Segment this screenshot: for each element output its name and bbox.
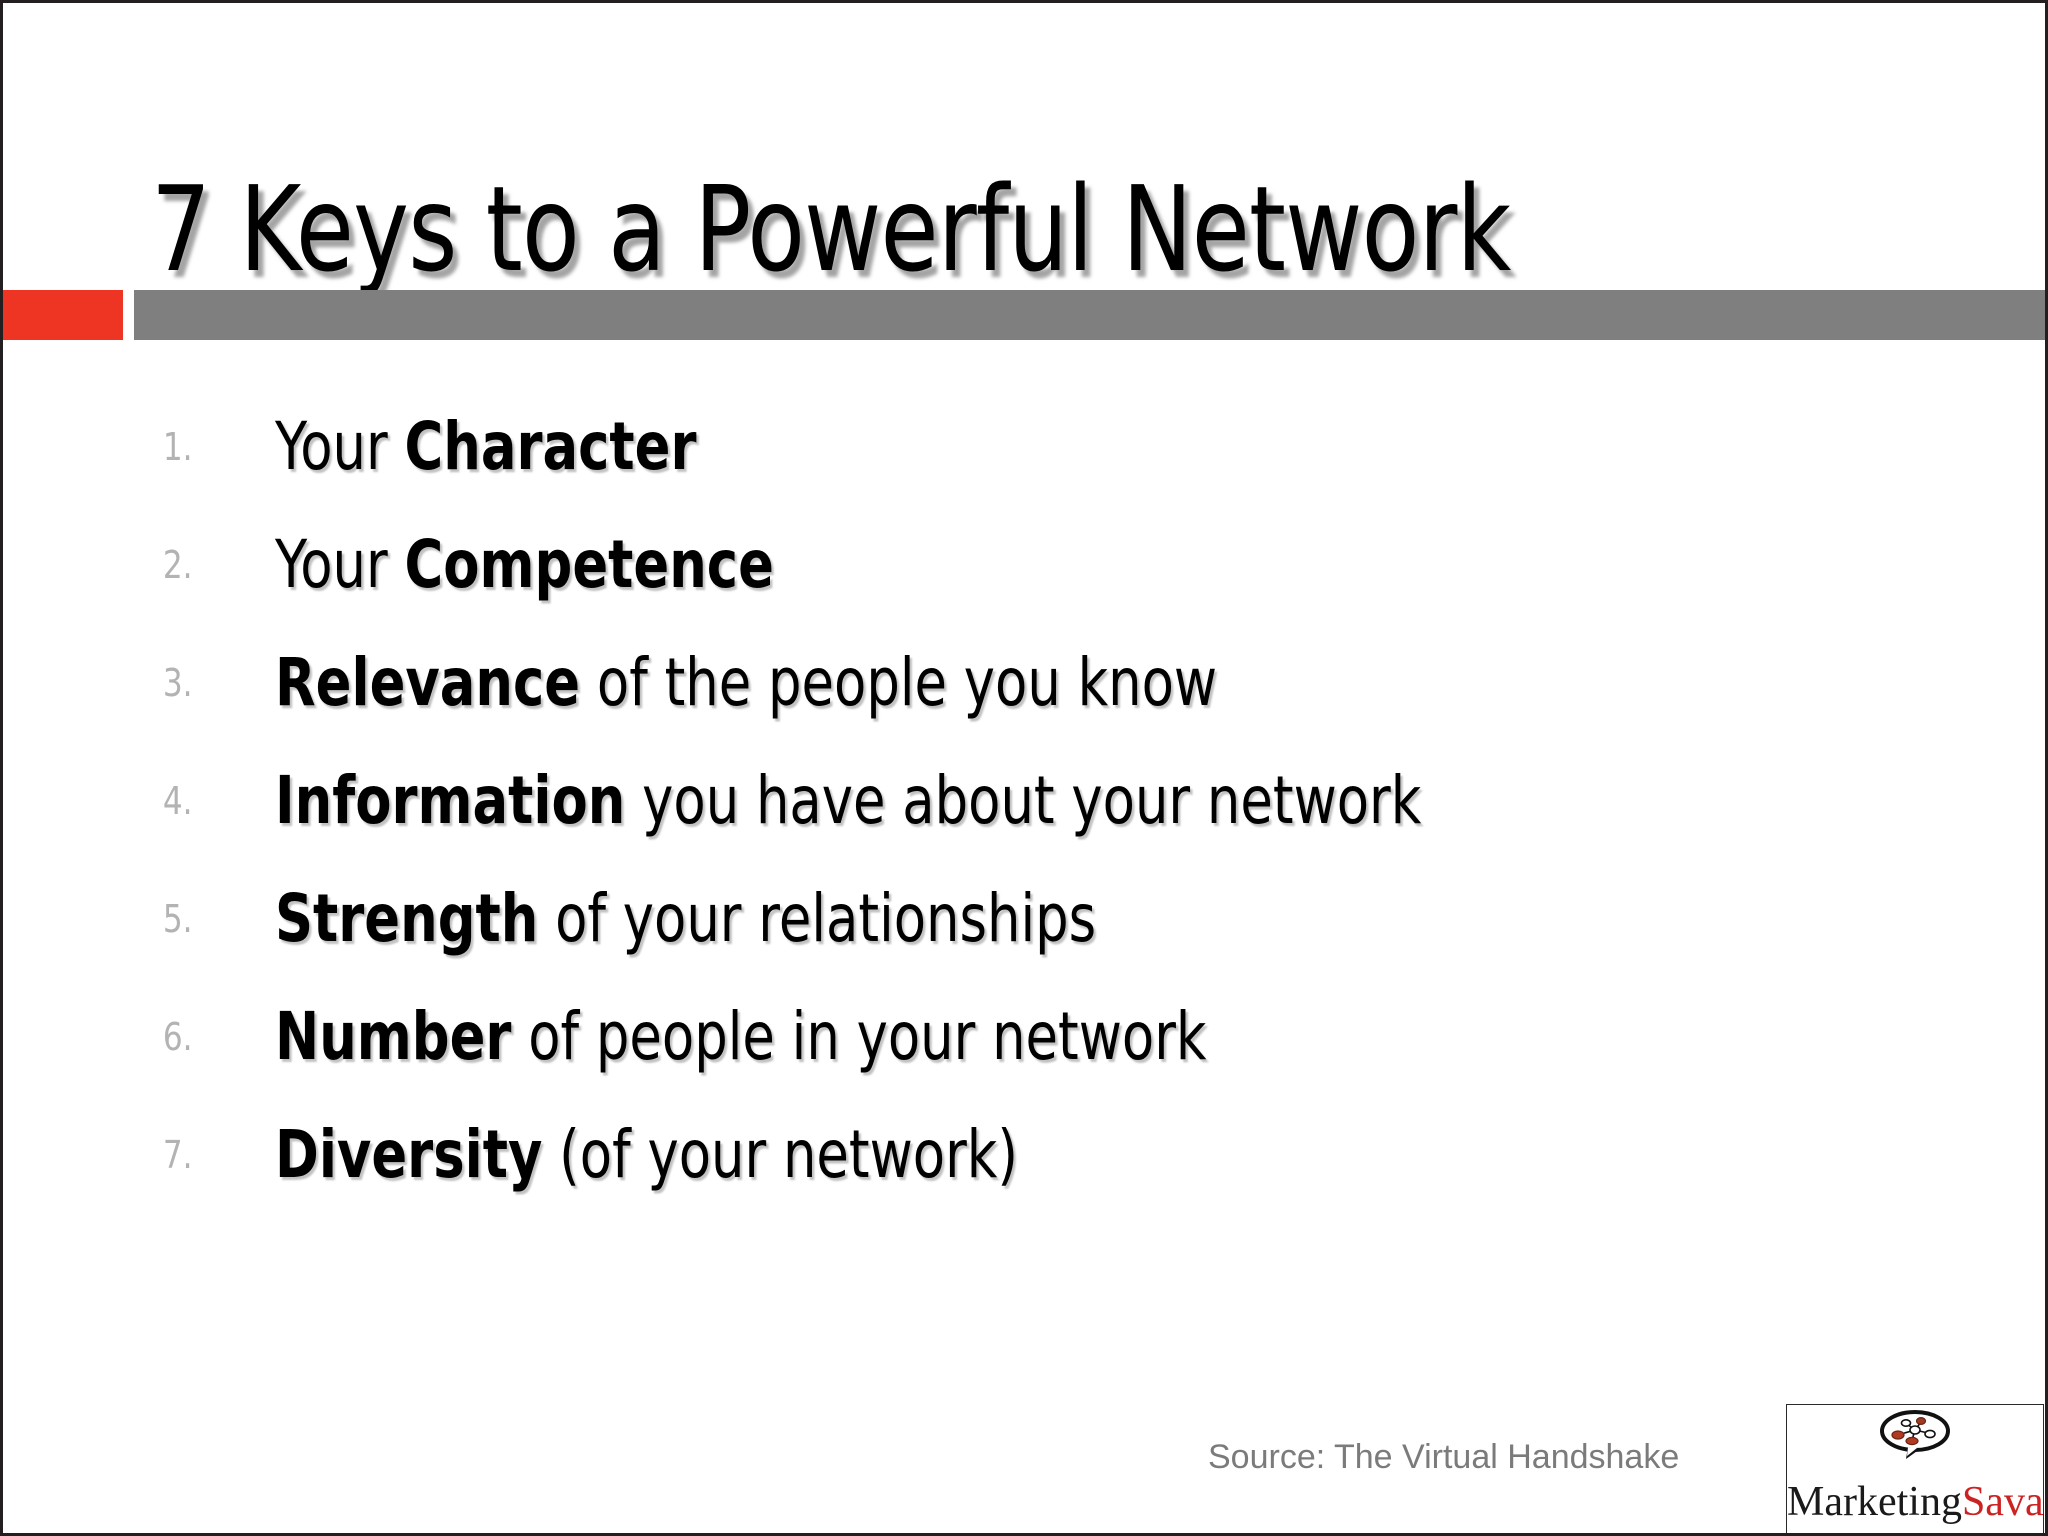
list-item-text: Strength of your relationships: [275, 886, 1641, 952]
list-item-emphasis: Information: [275, 762, 626, 839]
list-item-emphasis: Strength: [275, 880, 539, 957]
divider-bar-gray: [134, 290, 2045, 340]
list-item-lead: Your: [275, 408, 405, 485]
source-note: Source: The Virtual Handshake: [1208, 1438, 1680, 1476]
list-item-tail: of your relationships: [538, 880, 1097, 957]
list-item-tail: (of your network): [542, 1116, 1018, 1193]
list-item-tail: of the people you know: [580, 644, 1218, 721]
list-item-emphasis: Competence: [404, 526, 774, 603]
list-item: 2. Your Competence: [153, 506, 1983, 624]
list-item-text: Your Competence: [275, 532, 1641, 598]
logo-word-marketing: Marketing: [1787, 1479, 1962, 1525]
list-item-emphasis: Relevance: [275, 644, 581, 721]
list-item-number: 3.: [162, 661, 193, 705]
list-item-text: Diversity (of your network): [275, 1122, 1641, 1188]
list-item: 3. Relevance of the people you know: [153, 624, 1983, 742]
list-item: 6. Number of people in your network: [153, 978, 1983, 1096]
list-item: 5. Strength of your relationships: [153, 860, 1983, 978]
list-item-tail: you have about your network: [625, 762, 1422, 839]
logo-wordmark: MarketingSavant: [1787, 1481, 2043, 1523]
logo-word-savant: Savant: [1961, 1479, 2044, 1525]
list-item: 1. Your Character: [153, 388, 1983, 506]
list-item-lead: Your: [275, 526, 405, 603]
speech-bubble-network-icon: [1880, 1410, 1950, 1459]
list-item-emphasis: Character: [404, 408, 697, 485]
list-item-number: 1.: [162, 425, 193, 469]
list-item-emphasis: Diversity: [275, 1116, 543, 1193]
list-item: 4. Information you have about your networ…: [153, 742, 1983, 860]
list-item-number: 5.: [162, 897, 193, 941]
marketing-savant-logo[interactable]: MarketingSavant: [1786, 1404, 2044, 1533]
list-item-number: 6.: [162, 1015, 193, 1059]
accent-bar-red: [3, 290, 123, 340]
list-item-text: Your Character: [275, 414, 1641, 480]
list-item-number: 7.: [162, 1133, 193, 1177]
list-item-number: 2.: [162, 543, 193, 587]
key-list: 1. Your Character 2. Your Competence 3. Relev…: [153, 388, 1983, 1214]
list-item-emphasis: Number: [275, 998, 512, 1075]
list-item-text: Relevance of the people you know: [275, 650, 1641, 716]
list-item-tail: of people in your network: [511, 998, 1207, 1075]
list-item: 7. Diversity (of your network): [153, 1096, 1983, 1214]
page-title: 7 Keys to a Powerful Network: [151, 160, 1511, 299]
list-item-number: 4.: [162, 779, 193, 823]
list-item-text: Information you have about your network: [275, 768, 1641, 834]
list-item-text: Number of people in your network: [275, 1004, 1641, 1070]
